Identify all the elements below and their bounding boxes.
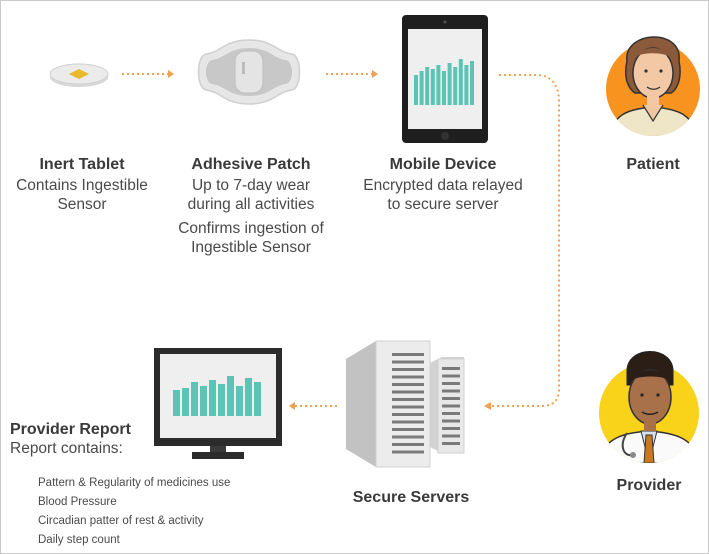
bar-glyph [218, 384, 225, 416]
mobile-desc-line1: Encrypted data relayed [363, 177, 523, 194]
report-title: Provider Report [10, 421, 131, 438]
report-item: Pattern & Regularity of medicines use [38, 477, 231, 489]
server-slot [392, 435, 424, 439]
mobile-device-icon [402, 15, 488, 143]
bar-glyph [458, 59, 463, 105]
server-slot [392, 420, 424, 424]
server-slot [442, 412, 460, 415]
bar-glyph [453, 67, 458, 105]
tablet-title: Inert Tablet [39, 156, 125, 173]
server-slot [392, 390, 424, 394]
bar-glyph [227, 376, 234, 416]
bar-glyph [414, 75, 418, 105]
bar-glyph [182, 388, 189, 416]
server-slot [392, 443, 424, 446]
server-slot [442, 434, 460, 438]
bar-glyph [173, 390, 180, 416]
server-slot [392, 375, 424, 379]
server-slot [442, 427, 460, 430]
provider-monitor-icon [154, 348, 282, 459]
server-slot [392, 413, 424, 416]
bar-glyph [447, 63, 452, 105]
server-slot [392, 360, 424, 364]
secure-servers-icon [346, 340, 465, 468]
bar-glyph [464, 65, 469, 105]
server-slot [442, 419, 460, 423]
inert-tablet-icon [49, 63, 109, 87]
bar-glyph [430, 69, 435, 105]
monitor-bar-chart [173, 376, 261, 416]
mobile-bar-chart [414, 59, 474, 105]
report-item: Blood Pressure [38, 496, 117, 508]
bar-glyph [191, 382, 198, 416]
patch-desc-line1: Up to 7-day wear [191, 177, 311, 194]
mobile-desc-line2: to secure server [387, 196, 499, 213]
server-slot [392, 368, 424, 371]
bar-glyph [425, 67, 430, 105]
arrow-patch-to-mobile [326, 70, 378, 78]
server-slot [442, 367, 460, 370]
arrow-mobile-to-servers [484, 74, 560, 410]
server-slot [392, 450, 424, 454]
bar-glyph [200, 386, 207, 416]
bar-glyph [436, 65, 441, 105]
bar-glyph [254, 382, 261, 416]
server-slot [442, 442, 460, 445]
patient-avatar [606, 36, 700, 136]
bar-glyph [470, 61, 474, 105]
bar-glyph [442, 71, 446, 105]
server-slot [392, 428, 424, 431]
server-slot [392, 405, 424, 409]
bar-glyph [419, 71, 424, 105]
server-slot [392, 383, 424, 386]
provider-label: Provider [616, 477, 682, 494]
server-slot [442, 397, 460, 400]
adhesive-patch-icon [197, 39, 301, 105]
bar-glyph [236, 386, 243, 416]
servers-title: Secure Servers [352, 489, 470, 506]
server-slot [442, 404, 460, 408]
mobile-title: Mobile Device [389, 156, 497, 173]
server-slot [442, 374, 460, 378]
server-slot [442, 389, 460, 393]
patient-label: Patient [626, 156, 680, 173]
bar-glyph [245, 378, 252, 416]
server-slot [392, 353, 424, 356]
report-subtitle: Report contains: [10, 440, 123, 457]
report-item: Daily step count [38, 534, 120, 546]
patch-title: Adhesive Patch [191, 156, 311, 173]
provider-avatar [599, 351, 699, 463]
tablet-desc-line1: Contains Ingestible [16, 177, 148, 194]
patch-desc-line2: during all activities [187, 196, 315, 213]
arrow-tablet-to-patch [122, 70, 174, 78]
patch-desc-line4: Ingestible Sensor [191, 239, 311, 256]
server-slot [442, 382, 460, 385]
bar-glyph [209, 380, 216, 416]
patch-desc-line3: Confirms ingestion of [178, 220, 324, 237]
arrow-servers-to-report [289, 402, 337, 410]
tablet-desc-line2: Sensor [57, 196, 107, 213]
server-slot [392, 398, 424, 401]
report-item: Circadian patter of rest & activity [38, 515, 204, 527]
